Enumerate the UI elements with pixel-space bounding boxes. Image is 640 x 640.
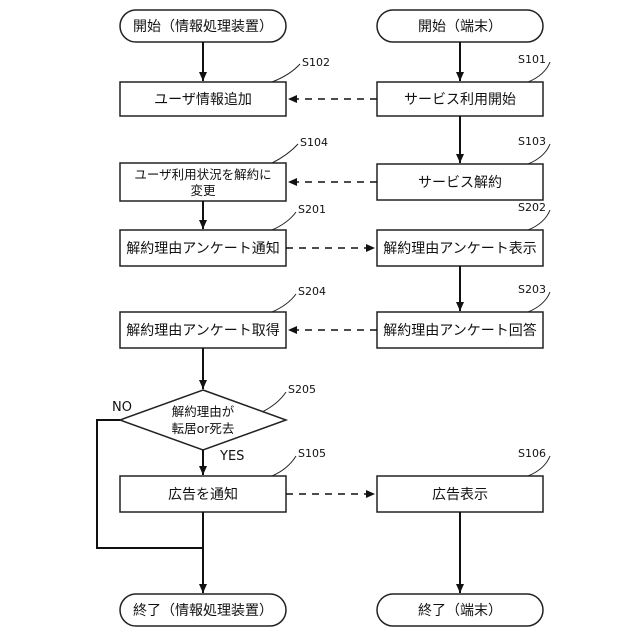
step-s205-number: S205 [288,383,316,396]
step-s103-number: S103 [518,135,546,148]
step-s105-box: 広告を通知 [120,476,286,512]
branch-no-label: NO [112,400,132,415]
leader-s105 [272,456,296,476]
step-s102-box: ユーザ情報追加 [120,82,286,116]
step-s204-number: S204 [298,285,326,298]
start-server-label: 開始（情報処理装置） [133,19,273,35]
leader-s104 [272,144,298,163]
step-s104-label-line2: 変更 [190,183,216,198]
step-s205-decision: 解約理由が 転居or死去 [120,390,286,450]
step-s103-label: サービス解約 [418,175,502,191]
step-s203-box: 解約理由アンケート回答 [377,312,543,348]
step-s101-number: S101 [518,53,546,66]
branch-yes-label: YES [219,449,244,464]
end-server-terminal: 終了（情報処理装置） [120,594,286,626]
step-s205-label-line1: 解約理由が [172,404,235,419]
leader-s205 [262,392,286,412]
step-s102-label: ユーザ情報追加 [154,92,252,108]
step-s203-number: S203 [518,283,546,296]
step-s203-label: 解約理由アンケート回答 [383,322,536,339]
step-s201-box: 解約理由アンケート通知 [120,230,286,266]
step-s204-box: 解約理由アンケート取得 [120,312,286,348]
leader-s201 [272,212,296,230]
step-s104-number: S104 [300,136,328,149]
end-terminal-label: 終了（端末） [418,603,502,619]
step-s202-number: S202 [518,201,546,214]
leader-s102 [272,64,300,82]
step-s102-number: S102 [302,56,330,69]
step-s106-box: 広告表示 [377,476,543,512]
step-s104-label-line1: ユーザ利用状況を解約に [134,167,271,182]
step-s202-box: 解約理由アンケート表示 [377,230,543,266]
start-terminal-terminal: 開始（端末） [377,10,543,42]
step-s101-box: サービス利用開始 [377,82,543,116]
step-s101-label: サービス利用開始 [404,92,516,108]
start-server-terminal: 開始（情報処理装置） [120,10,286,42]
leader-s204 [272,294,296,312]
step-s202-label: 解約理由アンケート表示 [383,241,536,257]
end-terminal-terminal: 終了（端末） [377,594,543,626]
step-s201-number: S201 [298,203,326,216]
step-s204-label: 解約理由アンケート取得 [126,322,279,339]
start-terminal-label: 開始（端末） [418,19,502,35]
step-s105-label: 広告を通知 [168,486,238,503]
step-s106-number: S106 [518,447,546,460]
step-s106-label: 広告表示 [432,487,488,503]
step-s104-box: ユーザ利用状況を解約に 変更 [120,163,286,201]
end-server-label: 終了（情報処理装置） [133,603,273,619]
step-s201-label: 解約理由アンケート通知 [126,240,279,257]
step-s103-box: サービス解約 [377,164,543,200]
step-s205-label-line2: 転居or死去 [172,421,235,436]
step-s105-number: S105 [298,447,326,460]
